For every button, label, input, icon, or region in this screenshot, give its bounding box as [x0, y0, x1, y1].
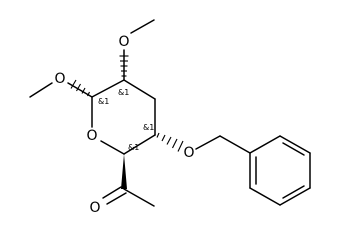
- stereo-label-c5: &1: [128, 143, 139, 152]
- phenyl-double-2: [282, 185, 305, 199]
- atom-o-ring: O: [86, 128, 97, 144]
- atom-o-benzyloxy: O: [183, 145, 194, 161]
- phenyl-bond-5: [249, 187, 281, 206]
- stereo-bonds: [70, 55, 184, 189]
- stereo-label-c2: &1: [118, 88, 129, 97]
- phenyl-ring: [249, 135, 311, 206]
- methoxy-top-bonds: [123, 19, 155, 81]
- atom-o-methoxy-left: O: [54, 71, 65, 87]
- phenyl-bond-4: [279, 187, 311, 206]
- atom-o-carbonyl: O: [89, 200, 100, 216]
- hashed-bond-c2-o: [119, 55, 129, 77]
- bond-c4-c5: [123, 134, 156, 155]
- bond-o-top-methyl: [130, 19, 155, 34]
- stereo-label-c4: &1: [143, 123, 154, 132]
- stereo-label-c1: &1: [98, 97, 109, 106]
- stereo-labels: &1 &1 &1 &1: [98, 88, 154, 152]
- atom-labels: O O O O O: [54, 34, 194, 216]
- phenyl-bond-1: [249, 135, 281, 154]
- hashed-bond-c4-o: [156, 132, 184, 152]
- bond-c1-c2: [91, 79, 125, 98]
- carbonyl-double-2: [106, 192, 127, 205]
- phenyl-bond-2: [279, 135, 311, 154]
- wedge-bond-c5-acyl: [121, 154, 127, 189]
- bond-o-left-methyl: [29, 82, 53, 98]
- atom-o-methoxy-top: O: [118, 34, 129, 50]
- bond-o-benzyl-ch2: [195, 135, 221, 150]
- carbonyl-double-1: [102, 186, 122, 199]
- bond-carbonyl-methyl: [123, 188, 155, 207]
- acetyl-bonds: [102, 186, 155, 207]
- phenyl-double-1: [282, 142, 305, 156]
- hashed-bond-c1-o: [70, 79, 90, 97]
- ring-bonds: [91, 79, 156, 155]
- bond-c2-c3: [123, 79, 156, 100]
- bond-c5-oring: [100, 140, 125, 155]
- bond-ch2-phenyl: [219, 135, 251, 154]
- benzyloxy-bonds: [195, 135, 251, 154]
